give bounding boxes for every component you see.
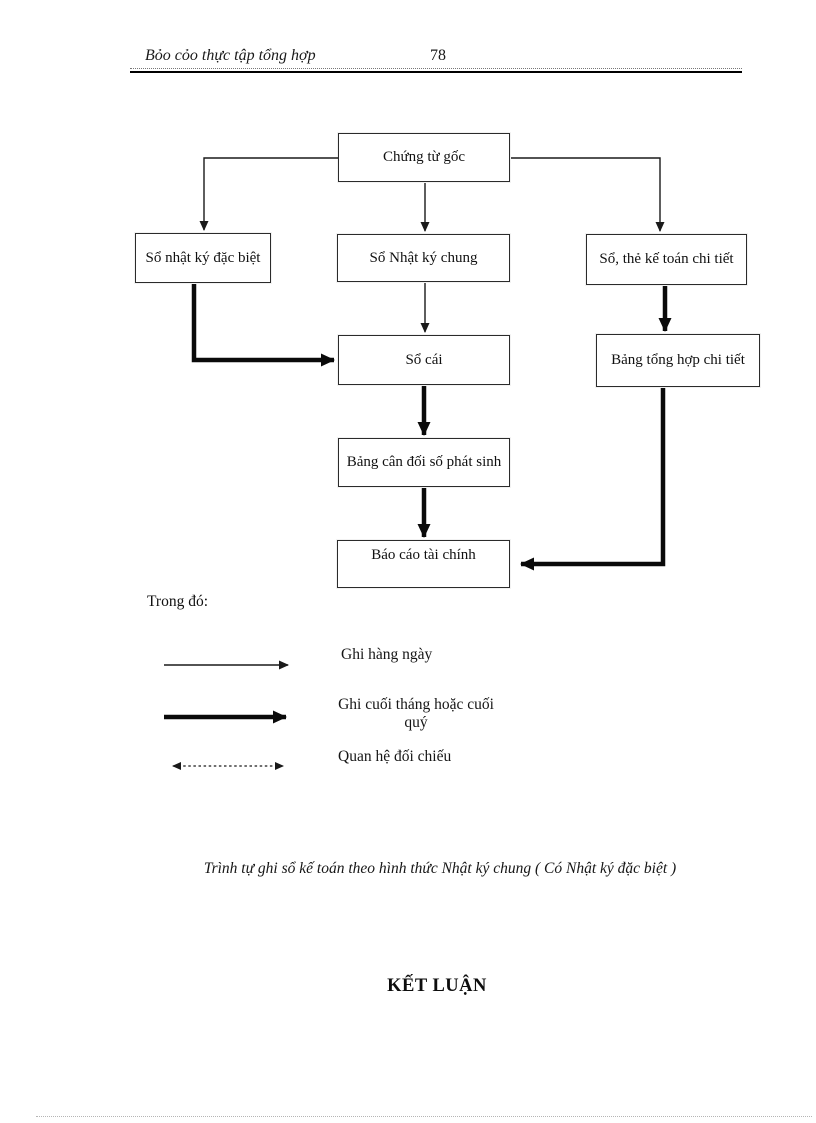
box-label: Báo cáo tài chính bbox=[371, 547, 476, 563]
connector-goc-to-dacbiet bbox=[199, 157, 338, 231]
page-number: 78 bbox=[430, 47, 446, 64]
box-label: Sổ nhật ký đặc biệt bbox=[145, 249, 261, 266]
legend-label-daily: Ghi hàng ngày bbox=[341, 646, 433, 663]
box-label: Sổ Nhật ký chung bbox=[369, 249, 478, 266]
box-label: Chứng từ gốc bbox=[382, 149, 466, 166]
flowchart-box-so-nhat-ky-dac-biet: Sổ nhật ký đặc biệt bbox=[135, 233, 271, 283]
flowchart-box-so-cai: Sổ cái bbox=[338, 335, 510, 385]
connector-dacbiet-to-socai bbox=[191, 284, 335, 367]
flowchart-box-chung-tu-goc: Chứng từ gốc bbox=[338, 133, 510, 182]
flowchart-box-so-the-ke-toan-chi-tiet: Sổ, thẻ kế toán chi tiết bbox=[586, 234, 747, 285]
box-label: Sổ cái bbox=[405, 351, 443, 368]
box-label: Bảng cân đối số phát sinh bbox=[346, 454, 502, 471]
conclusion-heading: KẾT LUẬN bbox=[387, 976, 487, 996]
legend-intro: Trong đó: bbox=[147, 593, 209, 610]
connector-tonghop-to-baocao bbox=[520, 388, 666, 571]
legend-label-reconciliation: Quan hệ đối chiếu bbox=[338, 748, 452, 765]
box-label: Sổ, thẻ kế toán chi tiết bbox=[599, 251, 734, 268]
footer-rule bbox=[36, 1116, 812, 1117]
figure-caption: Trình tự ghi sổ kế toán theo hình thức N… bbox=[203, 860, 677, 877]
header-title: Bỏo cỏo thực tập tổng hợp bbox=[145, 47, 316, 64]
connector-goc-to-chitiet bbox=[511, 157, 665, 232]
box-label: Bảng tổng hợp chi tiết bbox=[611, 352, 745, 369]
flowchart-box-bang-tong-hop-chi-tiet: Bảng tổng hợp chi tiết bbox=[596, 334, 760, 387]
header-rule bbox=[130, 68, 742, 73]
flowchart-box-so-nhat-ky-chung: Sổ Nhật ký chung bbox=[337, 234, 510, 282]
flowchart-box-bao-cao-tai-chinh: Báo cáo tài chính bbox=[337, 540, 510, 588]
flowchart-box-bang-can-doi-so-phat-sinh: Bảng cân đối số phát sinh bbox=[338, 438, 510, 487]
legend-label-monthly: Ghi cuối tháng hoặc cuối quý bbox=[338, 696, 494, 731]
